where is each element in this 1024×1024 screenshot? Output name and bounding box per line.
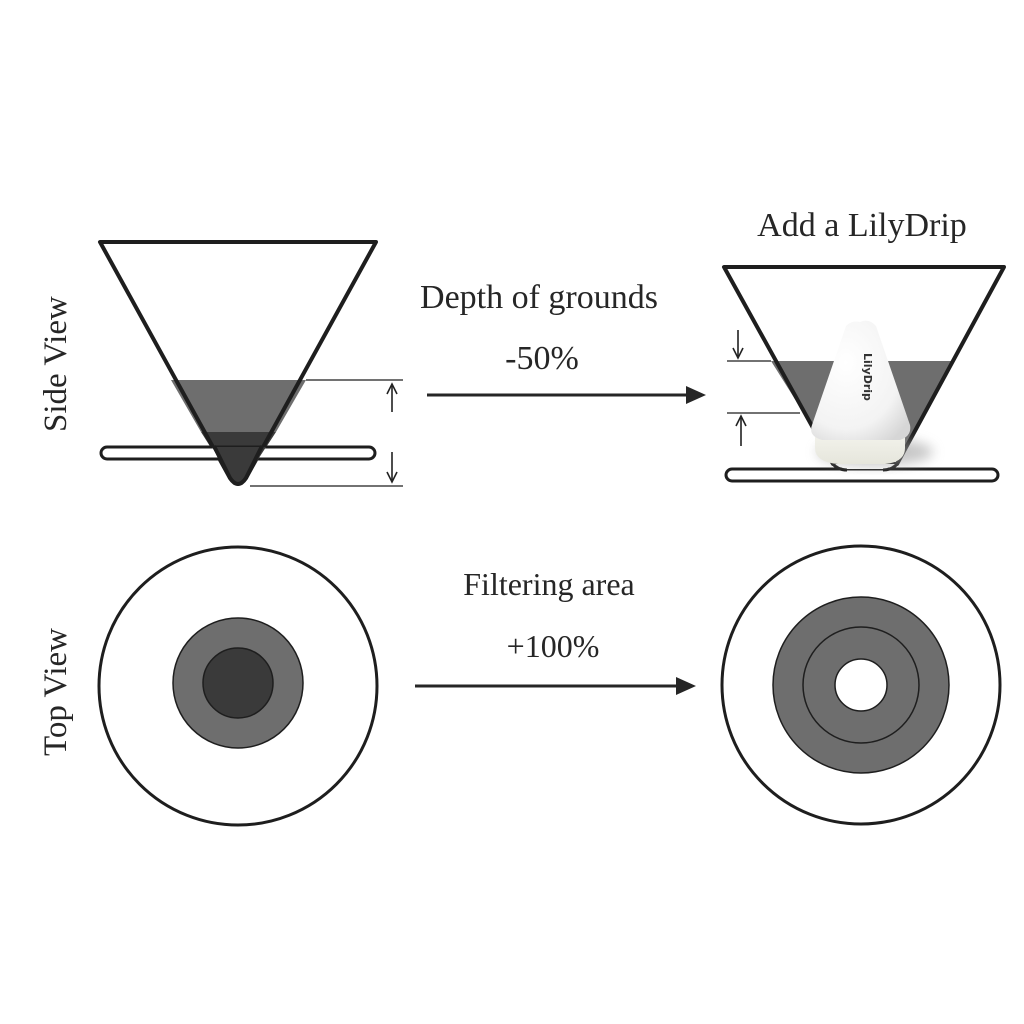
dripper-base-plate-right <box>724 467 1000 483</box>
add-lilydrip-label: Add a LilyDrip <box>757 207 967 244</box>
grounds-layer-light <box>171 380 306 432</box>
depth-dimension-right <box>727 330 800 446</box>
depth-dimension-left <box>250 379 403 487</box>
lilydrip-center-hole <box>834 658 888 712</box>
dripper-side-view-lilydrip: LilyDrip <box>722 265 1006 483</box>
top-view-label: Top View <box>38 628 74 756</box>
lilydrip-insert-image: LilyDrip <box>811 320 933 466</box>
grounds-inner-circle <box>202 647 274 719</box>
lilydrip-logo-text: LilyDrip <box>861 353 874 401</box>
side-view-arrow <box>427 386 706 404</box>
depth-change-value: -50% <box>505 340 579 377</box>
top-view-arrow <box>415 677 696 695</box>
dripper-top-view-plain <box>97 545 379 827</box>
depth-of-grounds-label: Depth of grounds <box>420 279 658 316</box>
filtering-area-value: +100% <box>507 628 600 664</box>
dripper-side-view-plain <box>98 240 378 486</box>
dripper-top-view-lilydrip <box>720 544 1002 826</box>
filtering-area-label: Filtering area <box>463 566 634 602</box>
side-view-label: Side View <box>38 296 74 432</box>
